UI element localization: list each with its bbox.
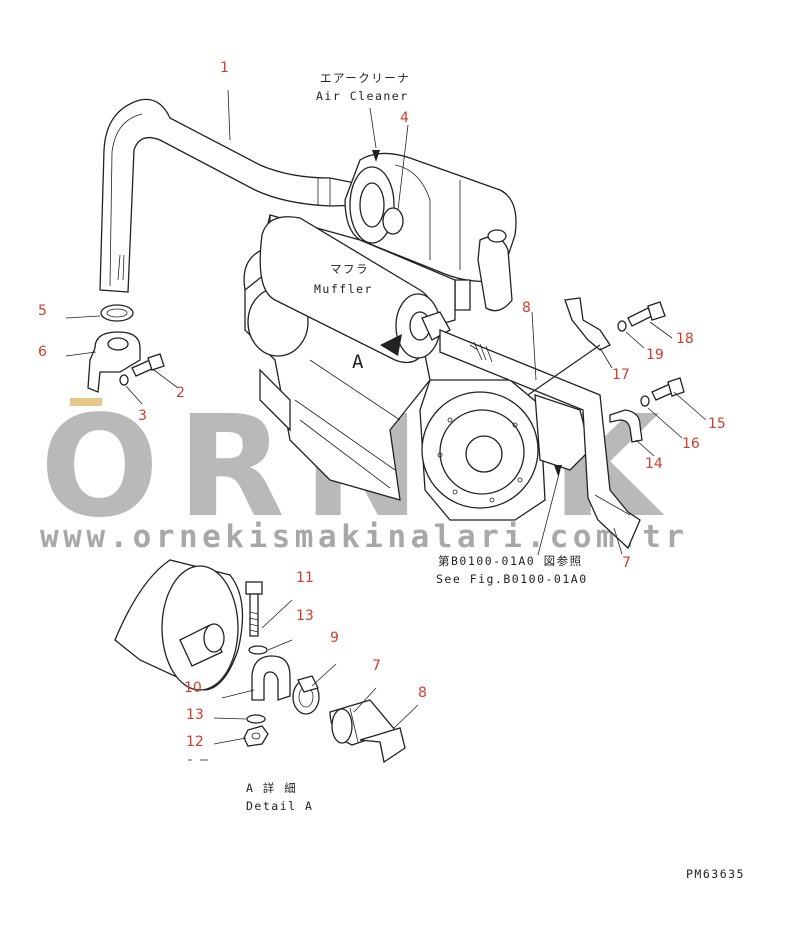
callout-19: 19 — [646, 347, 664, 363]
drawing-code: PM63635 — [686, 867, 745, 881]
watermark-url: www.ornekismakinalari.com.tr — [40, 519, 689, 555]
part-5-hose-clamp — [100, 304, 134, 322]
callout-17: 17 — [612, 367, 630, 383]
callout-1: 1 — [220, 60, 229, 76]
see-fig-label-jp: 第B0100-01A0 図参照 — [438, 554, 583, 568]
callout-13-lower: 13 — [186, 707, 204, 723]
detail-leader-lines — [188, 599, 419, 761]
muffler — [259, 216, 451, 364]
muffler-label-jp: マフラ — [330, 262, 369, 276]
callout-13-upper: 13 — [296, 608, 314, 624]
callout-8-main: 8 — [522, 300, 531, 316]
callout-11: 11 — [296, 570, 314, 586]
air-cleaner — [344, 152, 517, 312]
main-leader-lines — [65, 89, 707, 556]
part-13-washer-upper — [248, 645, 268, 655]
muffler-label-en: Muffler — [314, 282, 373, 296]
see-fig-label-en: See Fig.B0100-01A0 — [436, 572, 588, 586]
callout-12: 12 — [186, 734, 204, 750]
part-6-connector — [87, 331, 141, 393]
part-9-hose-clamp — [292, 675, 320, 715]
detail-label-en: Detail A — [246, 799, 313, 813]
callout-18: 18 — [676, 331, 694, 347]
callout-3: 3 — [138, 408, 147, 424]
part-17-bracket — [527, 297, 611, 396]
callout-7-main: 7 — [622, 555, 631, 571]
part-14-clamp — [609, 409, 643, 443]
part-2-bolt — [131, 353, 165, 377]
view-marker-a: A — [352, 351, 364, 373]
callout-8-detail: 8 — [418, 685, 427, 701]
watermark-accent-bar — [70, 398, 102, 406]
callout-10: 10 — [184, 680, 202, 696]
see-fig-arrow-icon — [554, 465, 562, 476]
callout-9: 9 — [330, 630, 339, 646]
part-18-bolt — [627, 301, 666, 327]
part-11-bolt — [245, 581, 263, 637]
air-cleaner-label-jp: エアークリーナ — [320, 71, 410, 85]
callout-7-detail: 7 — [372, 658, 381, 674]
part-13-washer-lower — [246, 714, 266, 724]
part-3-washer — [119, 374, 129, 386]
callout-6: 6 — [38, 344, 47, 360]
callout-16: 16 — [682, 436, 700, 452]
callout-5: 5 — [38, 303, 47, 319]
air-cleaner-label-en: Air Cleaner — [316, 89, 409, 103]
part-8-tail-pipe — [439, 329, 641, 550]
callout-15: 15 — [708, 416, 726, 432]
callout-2: 2 — [176, 385, 185, 401]
part-8-pipe-detail — [359, 727, 406, 764]
callout-4: 4 — [400, 110, 409, 126]
flywheel-housing — [419, 379, 591, 521]
part-16-washer — [640, 395, 650, 407]
detail-a: 11 13 9 7 10 8 13 12 A 詳 細 Detail A — [114, 559, 427, 813]
part-1-pipe — [99, 98, 363, 293]
arrow-a-icon — [380, 334, 402, 356]
part-10-clamp — [251, 655, 291, 701]
part-12-nut — [243, 725, 269, 747]
part-15-bolt — [651, 377, 685, 401]
air-cleaner-arrow-icon — [372, 150, 380, 162]
callout-14: 14 — [645, 456, 663, 472]
detail-label-jp: A 詳 細 — [246, 781, 297, 795]
part-19-washer — [617, 320, 627, 332]
